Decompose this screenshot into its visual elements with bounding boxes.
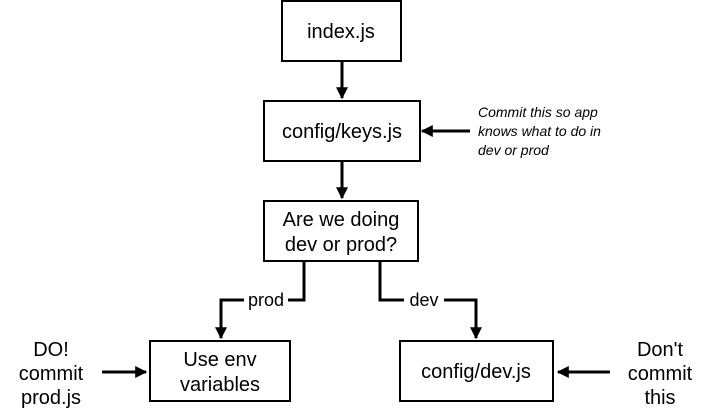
node-index-js: index.js (281, 0, 402, 62)
node-use-env-variables: Use env variables (149, 340, 291, 402)
prod-label-bg (244, 289, 288, 311)
node-config-dev-js-label: config/dev.js (421, 361, 531, 383)
edge-label-prod: prod (248, 290, 284, 310)
node-index-js-label: index.js (307, 21, 375, 43)
note-prod-line3: prod.js (21, 387, 81, 409)
note-dev-line2: commit (628, 363, 693, 385)
note-dev: Don't commit this (628, 339, 693, 409)
note-keys-line2: knows what to do in (478, 123, 601, 139)
node-decision: Are we doing dev or prod? (263, 200, 419, 262)
dev-label-bg (404, 289, 444, 311)
node-config-keys-js-label: config/keys.js (282, 121, 402, 143)
note-prod: DO! commit prod.js (19, 339, 84, 409)
note-dev-line1: Don't (637, 339, 684, 361)
note-prod-line2: commit (19, 363, 84, 385)
node-config-keys-js: config/keys.js (263, 100, 421, 162)
edge-label-dev: dev (409, 290, 438, 310)
node-env-line1: Use env (183, 349, 256, 371)
note-keys-line3: dev or prod (478, 142, 550, 158)
note-dev-line3: this (644, 387, 675, 409)
node-decision-line2: dev or prod? (285, 234, 397, 256)
note-prod-line1: DO! (33, 339, 69, 361)
note-keys: Commit this so app knows what to do in d… (478, 104, 601, 158)
node-decision-line1: Are we doing (283, 209, 400, 231)
node-env-line2: variables (180, 374, 260, 396)
note-keys-line1: Commit this so app (478, 104, 598, 120)
node-config-dev-js: config/dev.js (399, 340, 554, 402)
